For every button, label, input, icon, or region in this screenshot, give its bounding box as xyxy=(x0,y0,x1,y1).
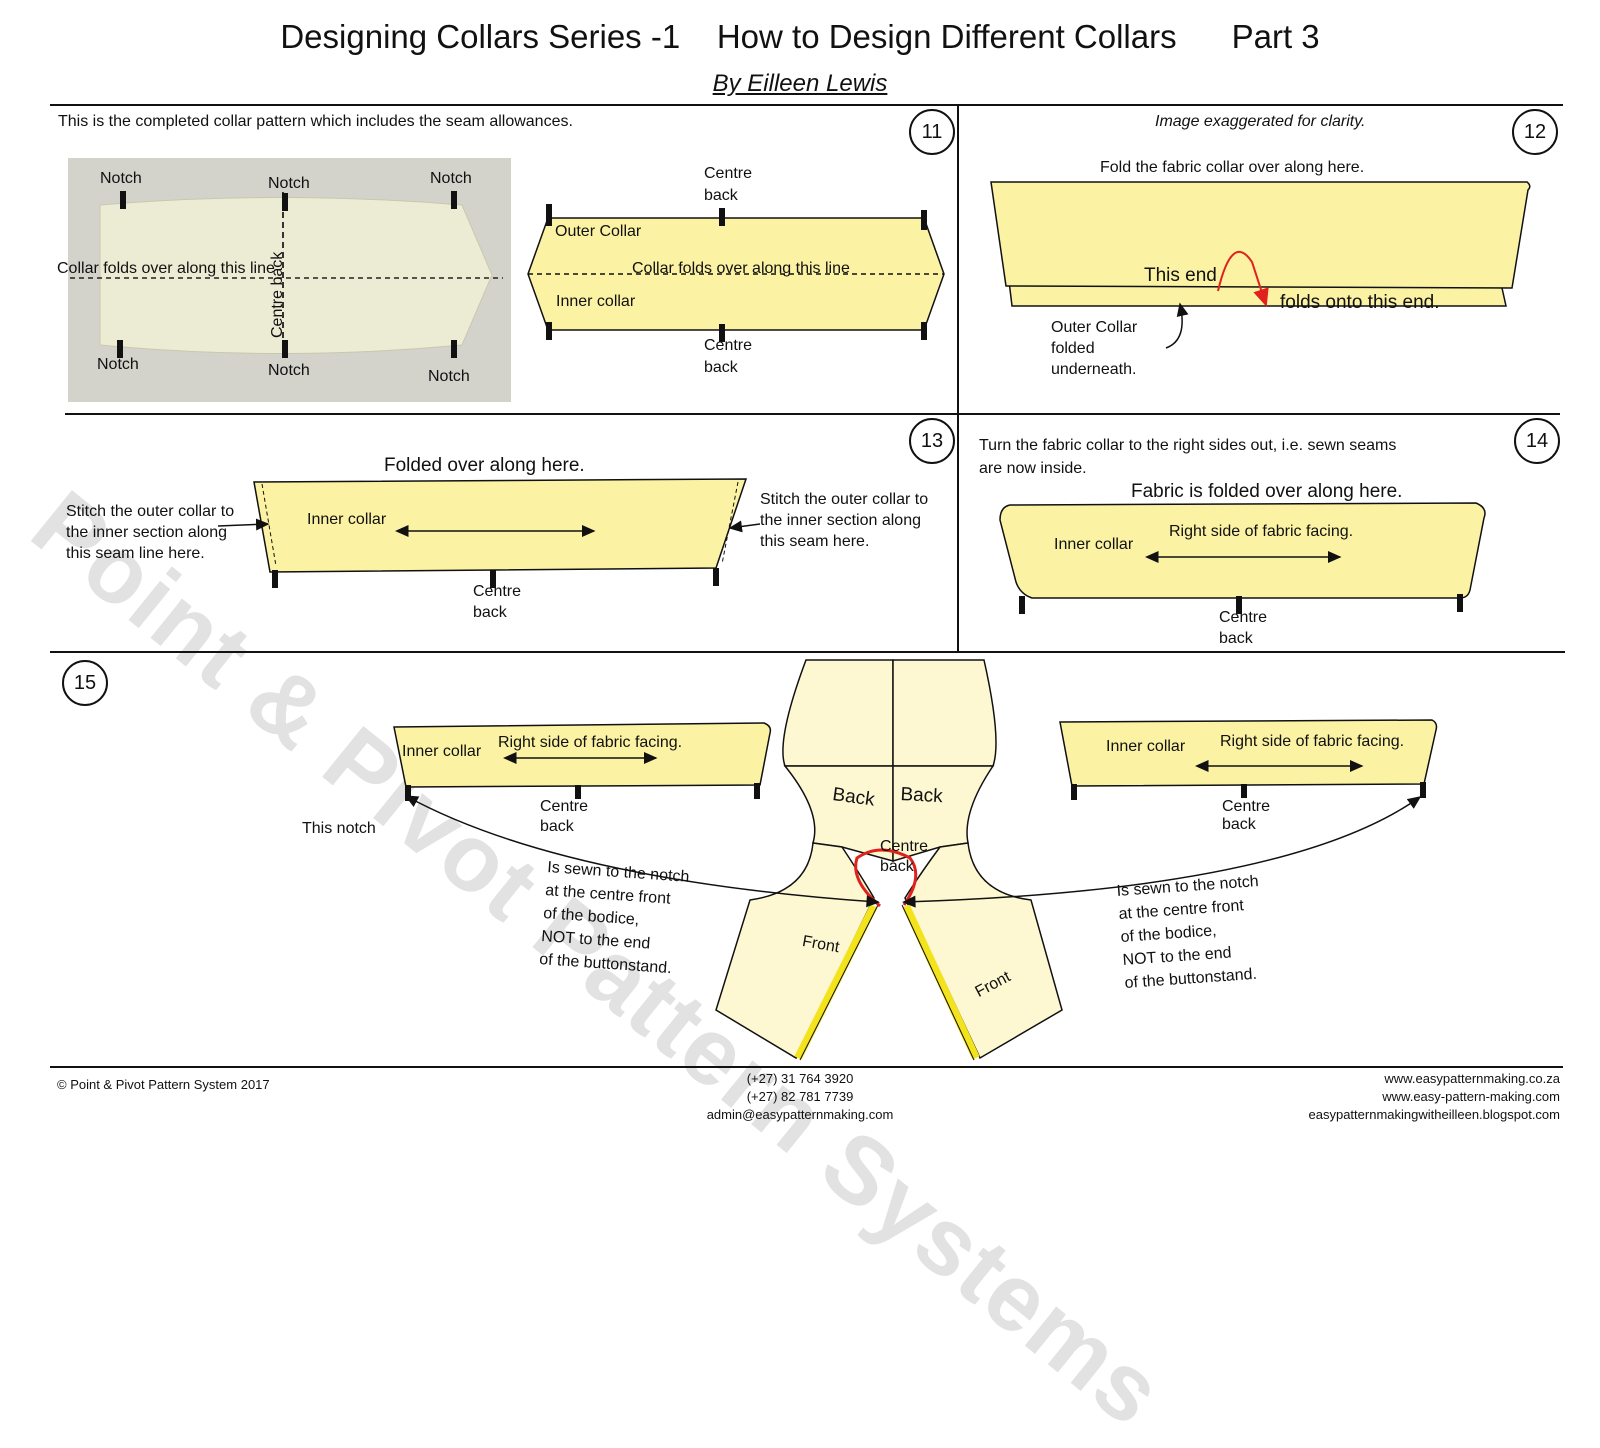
step15-left-centre-back: back xyxy=(540,818,574,835)
step14-right-side: Right side of fabric facing. xyxy=(1169,523,1354,540)
step12-outer-folded: underneath. xyxy=(1051,361,1137,378)
this-notch-label: This notch xyxy=(302,820,376,837)
photo-collar-shape xyxy=(99,197,493,354)
step14-folded-here: Fabric is folded over along here. xyxy=(1131,481,1403,502)
step14-turn-text: Turn the fabric collar to the right side… xyxy=(979,437,1397,454)
step12-red-arrow xyxy=(1217,250,1269,307)
step14-centre-back: Centre xyxy=(1219,609,1268,626)
photo-notch-label: Notch xyxy=(268,362,310,379)
step15-right-centre-back: Centre xyxy=(1222,798,1271,815)
step15-right-right-side: Right side of fabric facing. xyxy=(1220,733,1405,750)
footer-link[interactable]: www.easy-pattern-making.com xyxy=(1382,1089,1560,1104)
footer-links: www.easypatternmaking.co.za www.easy-pat… xyxy=(1230,1070,1560,1124)
step12-this-end: This end xyxy=(1144,265,1217,286)
footer-email[interactable]: admin@easypatternmaking.com xyxy=(706,1107,894,1122)
illustrations xyxy=(50,104,1565,1068)
footer-contact: (+27) 31 764 3920 (+27) 82 781 7739 admi… xyxy=(680,1070,920,1124)
outer-collar-label: Outer Collar xyxy=(555,223,642,240)
step-number-15: 15 xyxy=(62,660,108,706)
photo-notch-label: Notch xyxy=(97,356,139,373)
footer-link[interactable]: easypatternmakingwitheilleen.blogspot.co… xyxy=(1308,1107,1560,1122)
step13-centre-back: back xyxy=(473,604,507,621)
step13-stitch-right: Stitch the outer collar to xyxy=(760,491,929,508)
photo-notch-label: Notch xyxy=(430,170,472,187)
step12-collar xyxy=(990,181,1531,289)
step15-right-inner-collar: Inner collar xyxy=(1106,738,1186,755)
step-number-12: 12 xyxy=(1512,109,1558,155)
photo-notch-label: Notch xyxy=(100,170,142,187)
footer-link[interactable]: www.easypatternmaking.co.za xyxy=(1384,1071,1560,1086)
step15-left-right-side: Right side of fabric facing. xyxy=(498,734,683,751)
step13-inner-collar: Inner collar xyxy=(307,511,387,528)
photo-notch-label: Notch xyxy=(268,175,310,192)
step-number-14: 14 xyxy=(1514,418,1560,464)
step-number-13: 13 xyxy=(909,418,955,464)
diagram-centre-back-top: back xyxy=(704,187,738,204)
step12-outer-folded: folded xyxy=(1051,340,1095,357)
step11-intro: This is the completed collar pattern whi… xyxy=(58,113,573,130)
byline: By Eilleen Lewis xyxy=(712,70,888,97)
footer-phone-1: (+27) 31 764 3920 xyxy=(746,1071,854,1086)
photo-centre-back-label: Centre back xyxy=(269,251,286,338)
step12-fold-label: Fold the fabric collar over along here. xyxy=(1100,159,1365,176)
step14-inner-collar: Inner collar xyxy=(1054,536,1134,553)
step13-stitch-left: this seam line here. xyxy=(66,545,205,562)
step15-left-inner-collar: Inner collar xyxy=(402,743,482,760)
diagram-centre-back-bottom: back xyxy=(704,359,738,376)
step14-centre-back: back xyxy=(1219,630,1253,647)
step15-right-centre-back: back xyxy=(1222,816,1256,833)
inner-collar-label: Inner collar xyxy=(556,293,636,310)
photo-notch-label: Notch xyxy=(428,368,470,385)
diagram-centre-back-top: Centre xyxy=(704,165,753,182)
diagram-centre-back-bottom: Centre xyxy=(704,337,753,354)
step12-note: Image exaggerated for clarity. xyxy=(1155,113,1366,130)
bodice-back-right: Back xyxy=(899,784,944,808)
step13-centre-back: Centre xyxy=(473,583,522,600)
step13-stitch-left: Stitch the outer collar to xyxy=(66,503,235,520)
step14-turn-text: are now inside. xyxy=(979,460,1087,477)
footer-phone-2: (+27) 82 781 7739 xyxy=(746,1089,854,1104)
step13-stitch-right: this seam here. xyxy=(760,533,870,550)
step12-outer-folded: Outer Collar xyxy=(1051,319,1138,336)
bodice-centre-back: Centre xyxy=(880,838,929,855)
diagram-fold-line-label: Collar folds over along this line xyxy=(632,260,850,277)
step12-folds-onto: folds onto this end. xyxy=(1280,292,1440,313)
bodice-centre-back: back xyxy=(880,858,914,875)
step13-folded-over: Folded over along here. xyxy=(384,455,585,476)
step15-left-centre-back: Centre xyxy=(540,798,589,815)
footer-copyright: © Point & Pivot Pattern System 2017 xyxy=(57,1077,270,1092)
photo-fold-line-label: Collar folds over along this line xyxy=(57,260,275,277)
step13-stitch-left: the inner section along xyxy=(66,524,227,541)
step13-stitch-right: the inner section along xyxy=(760,512,921,529)
step-number-11: 11 xyxy=(909,109,955,155)
page-title: Designing Collars Series -1 How to Desig… xyxy=(280,18,1320,55)
